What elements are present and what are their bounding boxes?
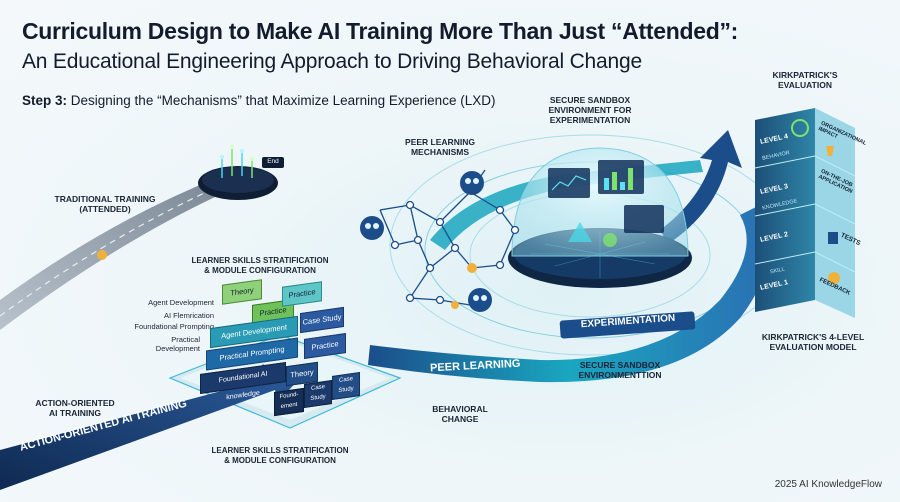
label-peer-learning-mechanisms: PEER LEARNING MECHANISMS [405, 137, 475, 158]
label-behavioral-change: BEHAVIORAL CHANGE [432, 404, 488, 425]
label-kirkpatrick-evaluation: KIRKPATRICK'S EVALUATION [772, 70, 838, 91]
feedback-icon [828, 272, 840, 284]
tests-icon [828, 232, 838, 244]
label-kirkpatrick-model: KIRKPATRICK'S 4-LEVEL EVALUATION MODEL [761, 332, 865, 353]
label-sandbox-bottom: SECURE SANDBOX ENVIRONMENTTION [578, 360, 662, 381]
peer-network [360, 169, 520, 312]
kirkpatrick-tower [754, 108, 856, 318]
end-lights [219, 144, 255, 178]
label-traditional-training: TRADITIONAL TRAINING (ATTENDED) [54, 194, 156, 215]
block-practice-teal: Practice [282, 281, 322, 307]
side-label-practical: Practical Development [155, 335, 200, 353]
block-theory: Theory [222, 279, 262, 305]
step-heading: Step 3: Designing the “Mechanisms” that … [22, 93, 495, 108]
road-marker-dot [97, 250, 107, 260]
step-prefix: Step 3: [22, 93, 68, 108]
block-case-study-1: Case Study [300, 306, 344, 334]
side-label-agent: Agent Development [148, 298, 214, 307]
step-text: Designing the “Mechanisms” that Maximize… [67, 93, 496, 108]
side-label-flemrication: AI Flemrication [163, 311, 214, 320]
trophy-icon [826, 146, 834, 156]
page-subtitle: An Educational Engineering Approach to D… [22, 50, 642, 73]
label-sandbox-top: SECURE SANDBOX ENVIRONMENT FOR EXPERIMEN… [548, 95, 632, 126]
traditional-road [0, 176, 230, 330]
side-label-foundational: Foundational Prompting [134, 322, 214, 331]
target-icon [791, 119, 809, 137]
end-tag-box [262, 157, 284, 168]
label-stratification-bottom: LEARNER SKILLS STRATIFICATION & MODULE C… [211, 446, 349, 465]
sandbox-screens [548, 160, 664, 247]
block-practice-blue: Practice [304, 333, 346, 359]
learning-flow-band [368, 205, 769, 383]
label-stratification-top: LEARNER SKILLS STRATIFICATION & MODULE C… [191, 256, 329, 275]
page-title: Curriculum Design to Make AI Training Mo… [22, 18, 739, 44]
label-action-oriented: ACTION-ORIENTED AI TRAINING [35, 398, 115, 419]
block-found-ement: Found- ement [274, 387, 304, 417]
module-stack: Theory Practice Practice Agent Developme… [200, 279, 360, 422]
footer-credit: 2025 AI KnowledgeFlow [774, 479, 882, 490]
experimentation-banner [559, 311, 696, 339]
block-case-study-3: Case Study [332, 372, 360, 400]
action-arrow [0, 364, 300, 490]
label-end: End [267, 158, 279, 165]
block-case-study-2: Case Study [304, 380, 332, 408]
